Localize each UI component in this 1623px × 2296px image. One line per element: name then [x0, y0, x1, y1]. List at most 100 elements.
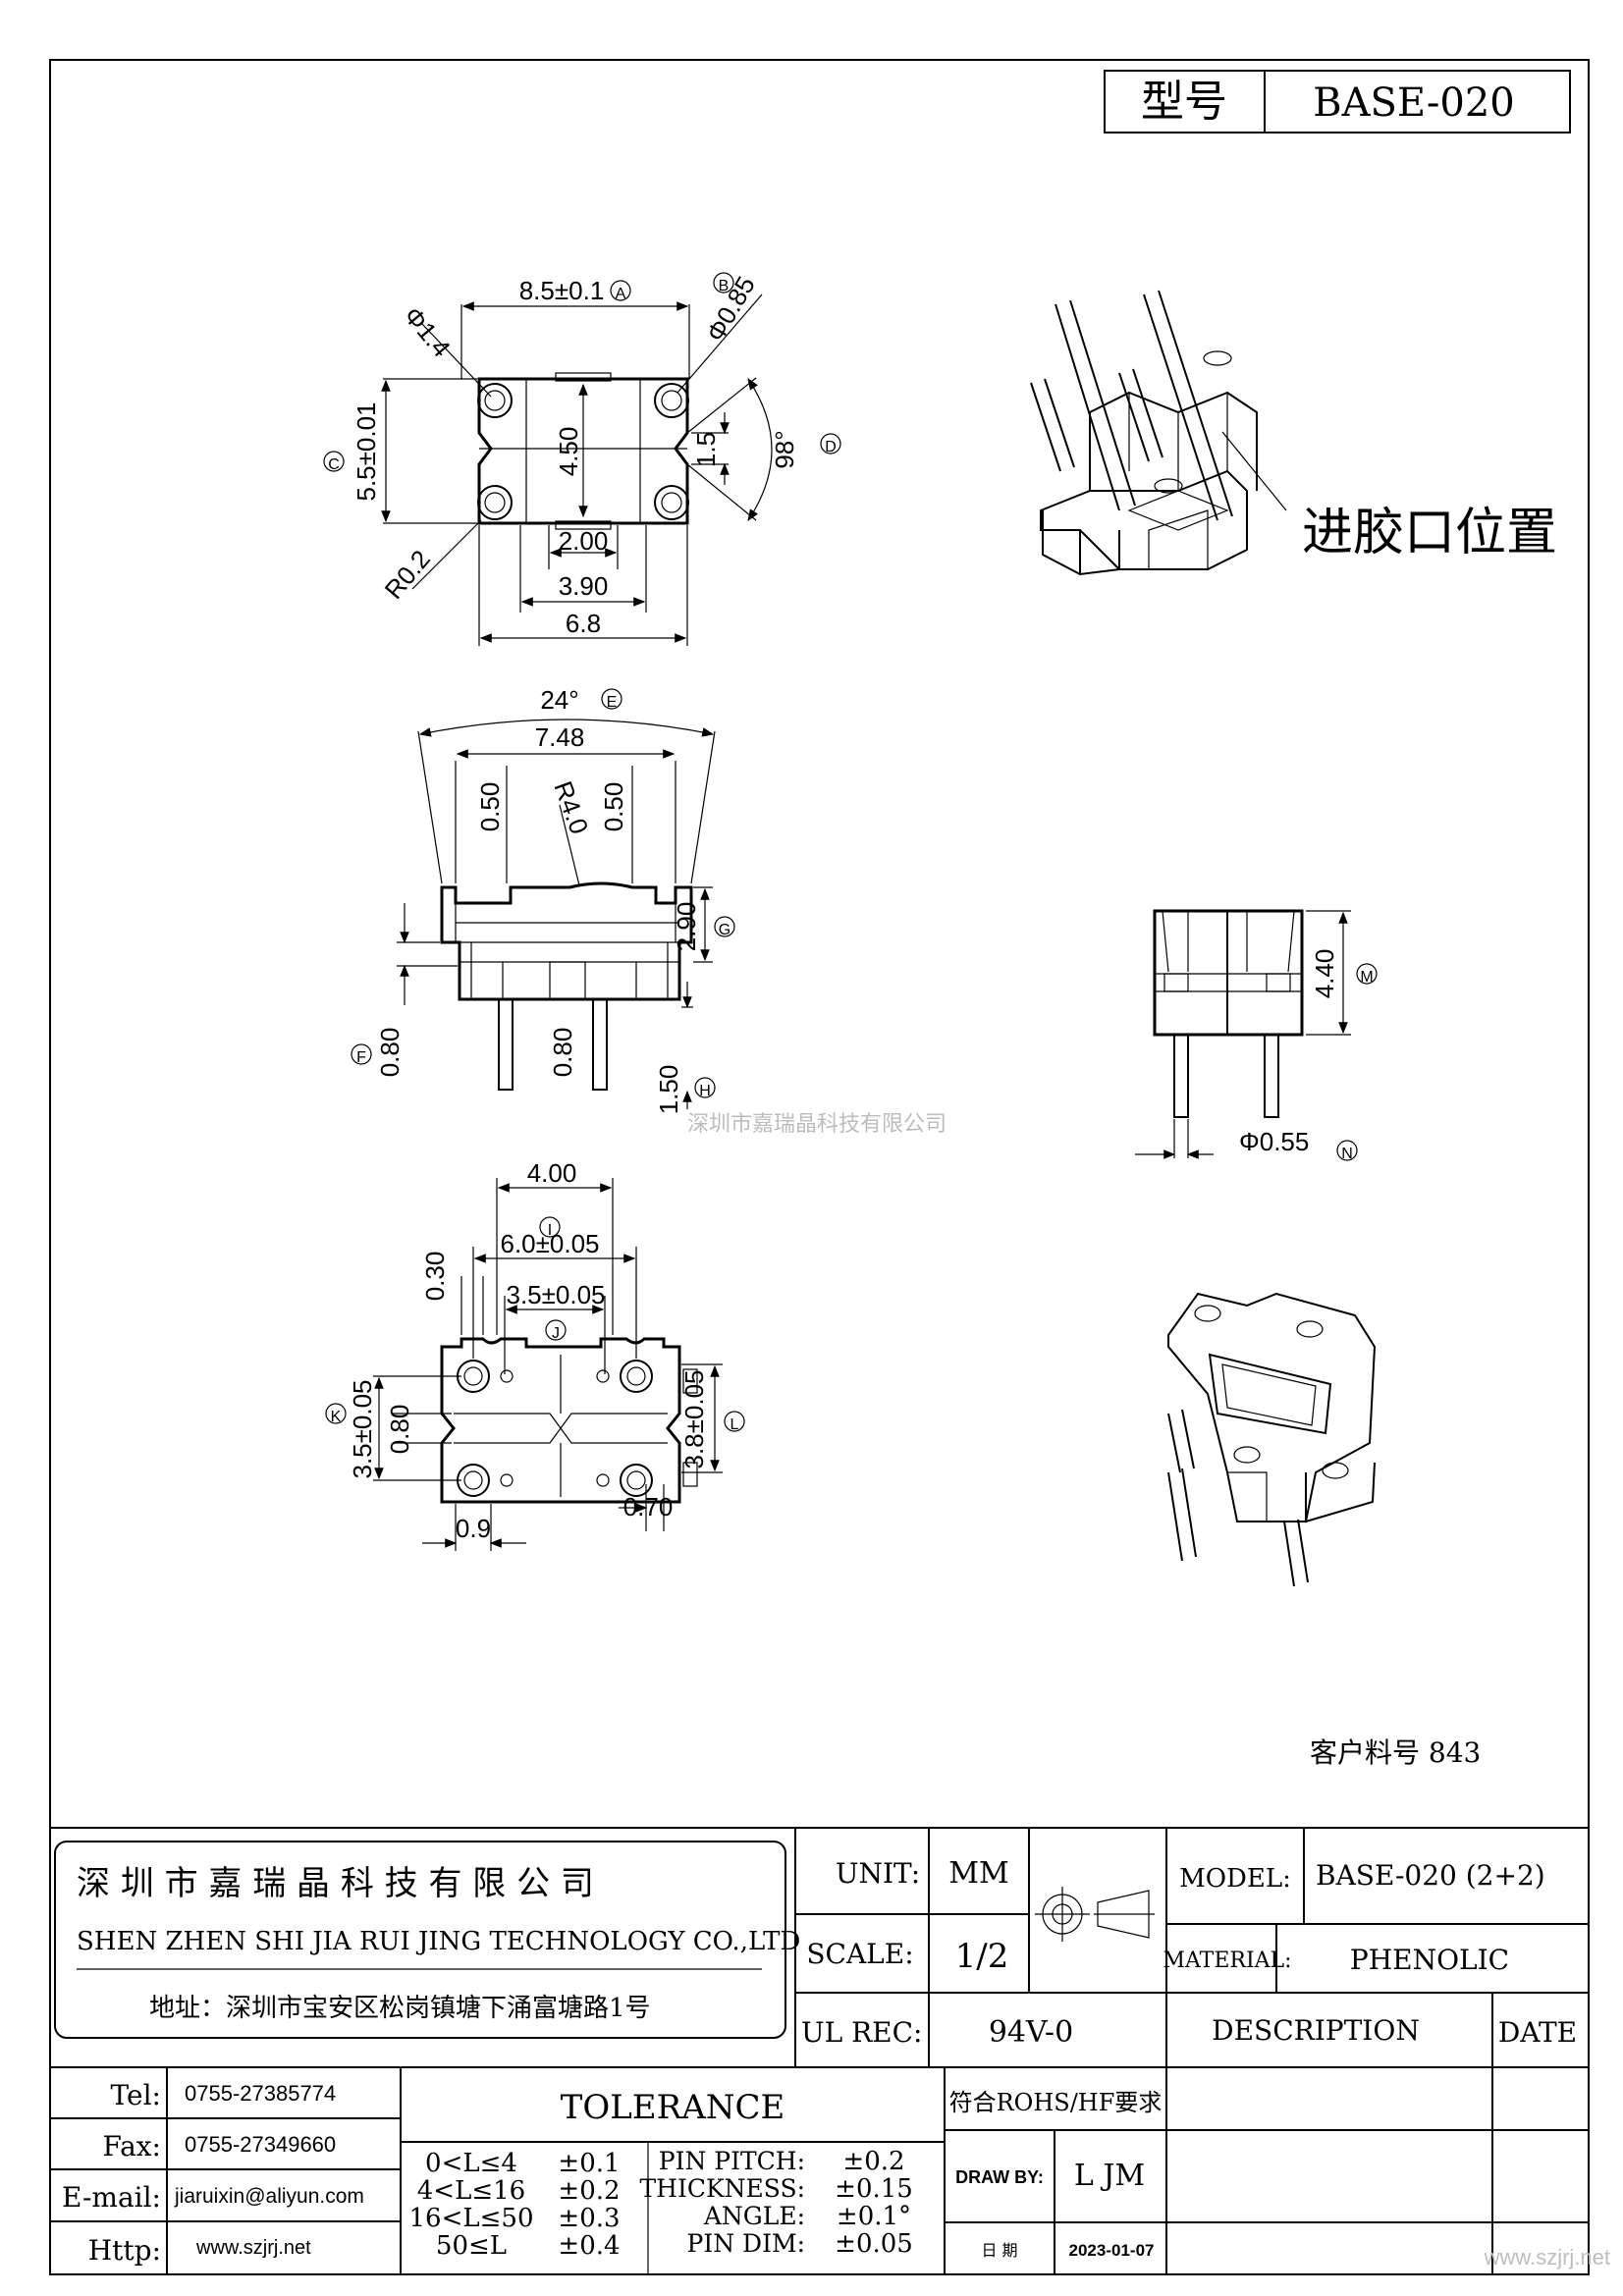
material-value: PHENOLIC	[1350, 1944, 1509, 1976]
tolerance-title: TOLERANCE	[561, 2088, 785, 2127]
company-name-en: SHEN ZHEN SHI JIA RUI JING TECHNOLOGY CO…	[77, 1927, 800, 1956]
rohs-note: 符合ROHS/HF要求	[949, 2089, 1163, 2116]
company-address: 地址：深圳市宝安区松岗镇塘下涌富塘路1号	[149, 1994, 651, 2023]
dim-h080-left: 0.80	[375, 1028, 405, 1078]
watermark-url: www.szjrj.net	[1484, 2245, 1610, 2269]
date-label: DATE	[1498, 2016, 1577, 2049]
ul-value: 94V-0	[989, 2015, 1073, 2050]
mark-g: G	[719, 922, 730, 938]
date-cn-label: 日 期	[981, 2241, 1017, 2260]
dim-radius-r4: R4.0	[548, 777, 594, 838]
description-label: DESCRIPTION	[1212, 2014, 1420, 2047]
fax-value: 0755-27349660	[185, 2132, 336, 2157]
model-label: MODEL:	[1179, 1864, 1291, 1894]
tol-item-value-3: ±0.1°	[837, 2202, 911, 2231]
company-box	[54, 1841, 786, 2039]
projection-symbol-icon	[1035, 1887, 1155, 1942]
mark-b: B	[719, 278, 730, 294]
dim-h080-center: 0.80	[548, 1028, 577, 1078]
customer-part-number: 客户料号 843	[1310, 1736, 1481, 1769]
draw-by-value: L JM	[1074, 2159, 1145, 2193]
dim-inner-height: 4.50	[554, 427, 583, 477]
dim-hole-small: Φ1.4	[398, 301, 457, 363]
tol-item-4: PIN DIM:	[687, 2229, 805, 2258]
tol-range-2: 4<L≤16	[417, 2176, 525, 2206]
dim-height-440: 4.40	[1310, 949, 1339, 999]
tel-value: 0755-27385774	[185, 2081, 336, 2106]
dim-hole-b: Φ0.85	[700, 271, 761, 347]
draw-by-label: DRAW BY:	[955, 2167, 1044, 2187]
tol-item-value-4: ±0.05	[835, 2229, 913, 2259]
mark-c: C	[328, 456, 340, 473]
dim-pin-055: Φ0.55	[1239, 1127, 1309, 1156]
top-view: 8.5±0.1 A B Φ0.85 Φ1.4 5.5±0.01 C 4.50 1…	[323, 271, 841, 646]
dim-gap: 1.5	[691, 432, 721, 467]
unit-label: UNIT:	[836, 1857, 920, 1890]
dim-wall-right: 0.50	[599, 782, 628, 832]
tol-value-3: ±0.3	[558, 2204, 620, 2233]
dim-w60: 6.0±0.05	[500, 1229, 599, 1258]
mark-n: N	[1341, 1146, 1353, 1162]
tol-value-2: ±0.2	[558, 2176, 620, 2206]
front-view: 24° E 7.48 0.50 0.50 R4.0 2.90 G 0.80 F …	[351, 685, 735, 1115]
mark-i: I	[548, 1222, 552, 1239]
tol-range-1: 0<L≤4	[425, 2149, 517, 2178]
tel-label: Tel:	[111, 2079, 161, 2111]
company-name-cn: 深 圳 市 嘉 瑞 晶 科 技 有 限 公 司	[77, 1864, 594, 1903]
tol-item-3: ANGLE:	[703, 2202, 805, 2230]
dim-height: 5.5±0.01	[352, 401, 381, 501]
dim-w400: 4.00	[527, 1158, 577, 1188]
header-model-value: BASE-020	[1313, 80, 1515, 126]
mark-h: H	[699, 1083, 711, 1099]
iso-view-bottom	[1167, 1292, 1377, 1587]
mark-a: A	[616, 286, 626, 302]
mark-d: D	[825, 439, 837, 455]
mark-l: L	[730, 1416, 739, 1433]
http-label: Http:	[88, 2234, 161, 2267]
mark-k: K	[331, 1409, 342, 1425]
tol-item-value-1: ±0.2	[842, 2147, 904, 2176]
mark-j: J	[552, 1325, 560, 1342]
header-model-label: 型号	[1141, 77, 1227, 127]
title-block: 深 圳 市 嘉 瑞 晶 科 技 有 限 公 司 SHEN ZHEN SHI JI…	[50, 1827, 1589, 2274]
tol-range-3: 16<L≤50	[408, 2204, 533, 2233]
tol-value-1: ±0.1	[558, 2149, 620, 2178]
tol-item-1: PIN PITCH:	[659, 2147, 805, 2175]
dim-angle-24: 24°	[540, 685, 578, 715]
dim-h35: 3.5±0.05	[348, 1379, 377, 1478]
tol-item-value-2: ±0.15	[835, 2174, 913, 2204]
dim-width: 8.5±0.1	[519, 276, 605, 305]
watermark-center: 深圳市嘉瑞晶科技有限公司	[687, 1111, 947, 1136]
tol-range-4: 50≤L	[436, 2231, 507, 2261]
dim-w070: 0.70	[623, 1492, 674, 1522]
email-label: E-mail:	[62, 2181, 161, 2214]
fax-label: Fax:	[103, 2130, 161, 2163]
dim-h38: 3.8±0.05	[679, 1369, 709, 1468]
dim-wall-left: 0.50	[475, 782, 505, 832]
dim-slot: 2.00	[559, 526, 609, 556]
tol-item-2: THICKNESS:	[639, 2174, 805, 2203]
gate-position-label: 进胶口位置	[1302, 504, 1557, 562]
dim-390: 3.90	[559, 571, 609, 601]
iso-view-gate: 进胶口位置	[1030, 290, 1557, 576]
email-value[interactable]: jiaruixin@aliyun.com	[174, 2185, 364, 2208]
side-view: 4.40 M Φ0.55 N	[1135, 909, 1378, 1162]
dim-h030: 0.30	[420, 1252, 450, 1302]
dim-w09: 0.9	[456, 1514, 491, 1543]
dim-h080-bottom: 0.80	[385, 1405, 414, 1455]
mark-e: E	[607, 694, 618, 711]
http-value[interactable]: www.szjrj.net	[195, 2237, 311, 2259]
mark-m: M	[1360, 969, 1373, 986]
outer-border	[49, 59, 1590, 2275]
scale-value: 1/2	[955, 1937, 1009, 1976]
dim-68: 6.8	[566, 609, 601, 638]
dim-h150: 1.50	[654, 1065, 683, 1115]
dim-h290: 2.90	[672, 902, 701, 952]
scale-label: SCALE:	[806, 1938, 913, 1970]
material-label: MATERIAL:	[1163, 1949, 1291, 1973]
bottom-view: 4.00 I 6.0±0.05 0.30 3.5±0.05 J 3.5±0.05…	[325, 1158, 745, 1551]
header-model-box: 型号 BASE-020	[1104, 70, 1571, 133]
tol-value-4: ±0.4	[558, 2231, 620, 2261]
dim-angle-d: 98°	[770, 430, 799, 468]
